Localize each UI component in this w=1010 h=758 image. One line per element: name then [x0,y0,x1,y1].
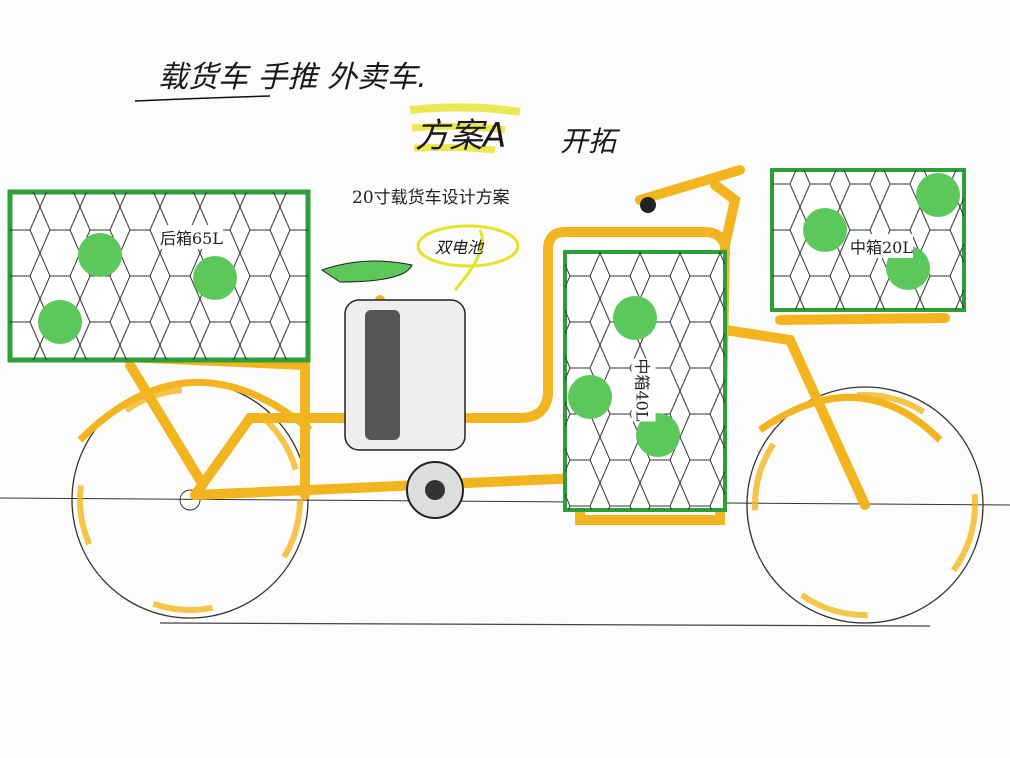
handwritten-heading: 载货车 手推 外卖车. [158,60,427,95]
handlebar-grip [640,197,656,213]
floor-line [159,622,931,627]
rear-box [7,189,311,363]
ground-reference-line [0,497,1010,506]
handwritten-plan: 方案A [415,116,507,156]
rear-fender [77,378,313,443]
saddle [320,260,413,283]
front-fender [757,393,943,443]
handwritten-note: 开拓 [560,125,617,158]
battery-callout-label: 双电池 [435,238,484,257]
page-title: 20寸载货车设计方案 [352,188,510,208]
callout-pointer [453,229,484,291]
middle-box-label: 中箱40L [631,358,656,422]
rear-box-label: 后箱65L [160,225,223,249]
front-box-label: 中箱20L [850,234,913,258]
battery-pack [344,299,466,451]
callout-bubble [416,224,520,268]
highlight-marks [409,103,521,154]
heading-underline [134,95,271,102]
